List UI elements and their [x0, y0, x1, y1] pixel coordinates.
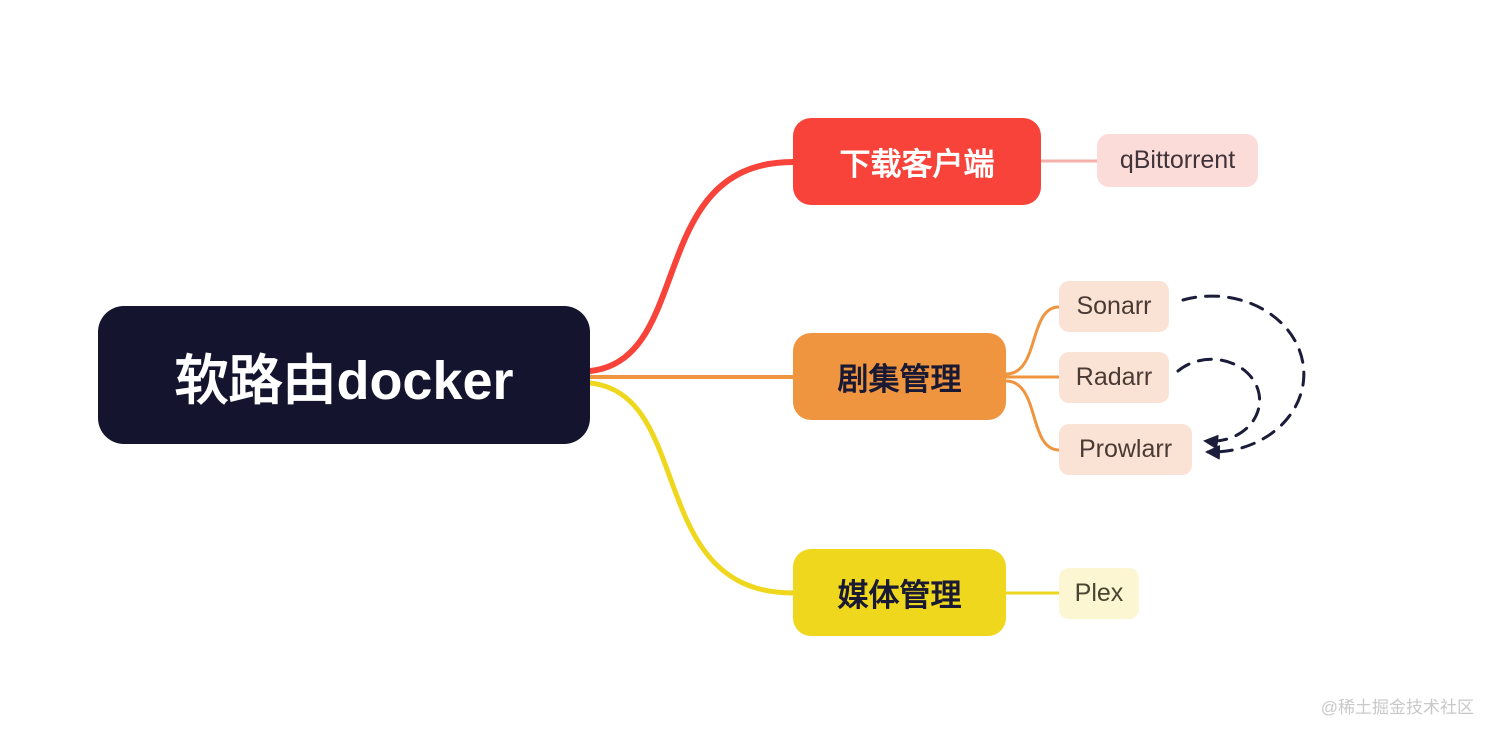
branch-node-download-client[interactable]: 下载客户端 — [793, 118, 1041, 205]
dashed-arrow-sonarr-prowlarr — [1181, 294, 1306, 460]
link-prowlarr — [1004, 379, 1061, 452]
watermark-text: @稀土掘金技术社区 — [1320, 698, 1474, 717]
child-node-radarr[interactable]: Radarr — [1059, 352, 1169, 403]
child-node-sonarr[interactable]: Sonarr — [1059, 281, 1169, 332]
link-sonarr — [1004, 305, 1061, 376]
branch-line-media — [587, 380, 796, 596]
root-node[interactable]: 软路由docker — [98, 306, 590, 444]
branch-node-series-management[interactable]: 剧集管理 — [793, 333, 1006, 420]
branch-node-media-management[interactable]: 媒体管理 — [793, 549, 1006, 636]
child-node-prowlarr[interactable]: Prowlarr — [1059, 424, 1192, 475]
dashed-arrow-radarr-prowlarr — [1176, 357, 1262, 450]
child-node-qbittorrent[interactable]: qBittorrent — [1097, 134, 1258, 187]
branch-line-download — [587, 159, 796, 374]
child-node-plex[interactable]: Plex — [1059, 568, 1139, 619]
